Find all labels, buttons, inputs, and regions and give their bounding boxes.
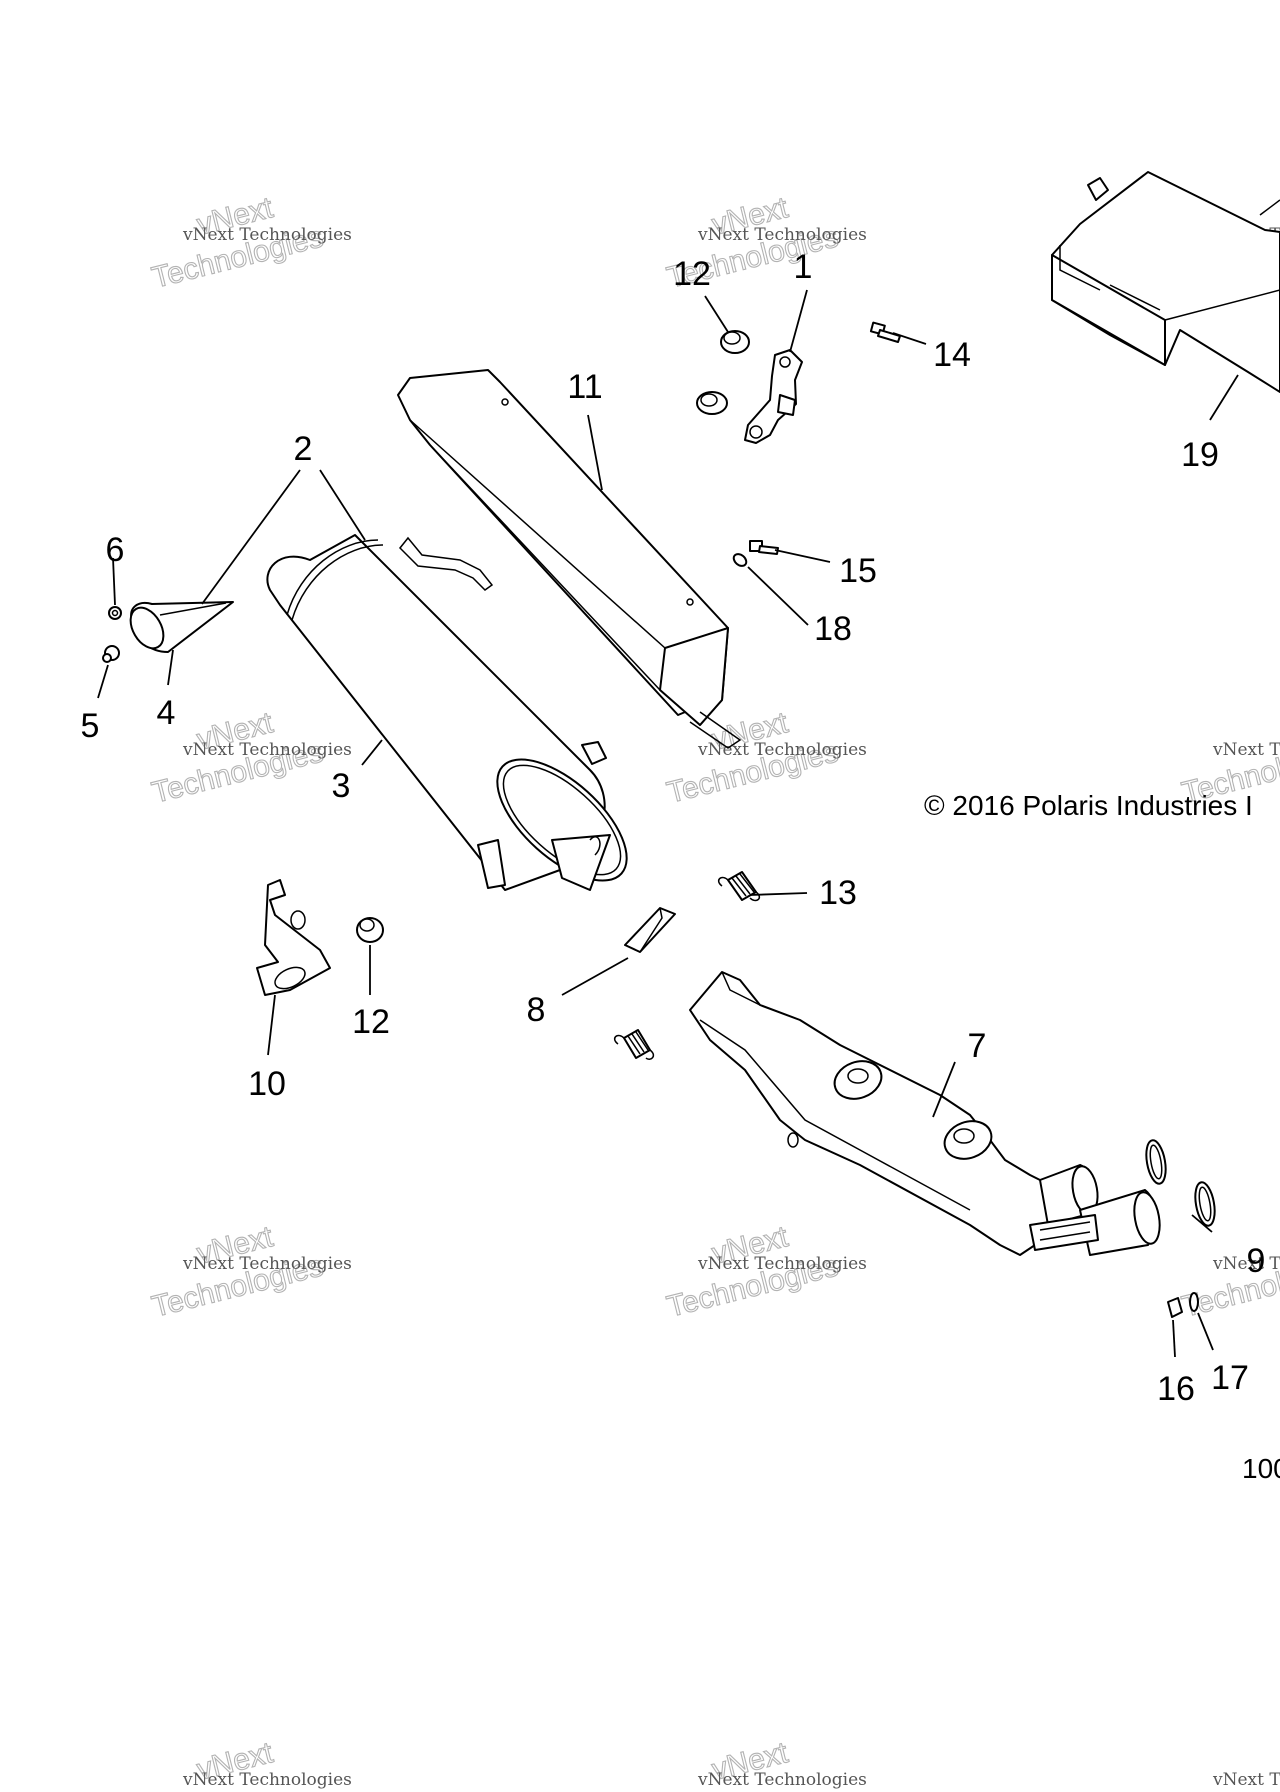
callout-11: 11 <box>567 368 602 406</box>
watermark: Technologies vNext vNext Technologies <box>663 1220 867 1325</box>
watermark: vNext vNext Technologies <box>697 1736 867 1790</box>
part-9-gasket <box>1145 1139 1167 1185</box>
svg-text:vNext Technologies: vNext Technologies <box>182 1254 352 1274</box>
part-13-spring <box>613 1029 655 1061</box>
callout-19: 19 <box>1181 436 1219 474</box>
part-19-heat-shield <box>1051 171 1280 393</box>
leader-lines <box>97 289 1239 1358</box>
figure-id: 100 <box>1242 1453 1280 1484</box>
svg-text:vNext Technologies: vNext Technologies <box>1212 1254 1280 1274</box>
callout-12b: 12 <box>352 1003 390 1041</box>
part-12-grommet <box>696 391 728 415</box>
callout-9: 9 <box>1247 1242 1266 1280</box>
callout-14: 14 <box>933 336 971 374</box>
watermark: Technologies vNext vNext Technologies <box>148 706 352 811</box>
watermark: Technologies vNext vNext Technologies <box>148 1220 352 1325</box>
callout-1: 1 <box>794 248 813 286</box>
part-15-bolt <box>749 540 779 555</box>
callout-16: 16 <box>1157 1370 1195 1408</box>
part-7-header-pipe <box>689 971 1161 1256</box>
watermark: Technologies vNext vNext Technologies <box>148 191 352 296</box>
svg-text:vNext Technologies: vNext Technologies <box>697 225 867 245</box>
callout-2: 2 <box>294 430 313 468</box>
part-12-grommet <box>720 330 750 354</box>
part-14-bolt <box>869 321 901 343</box>
svg-text:vNext Technologies: vNext Technologies <box>182 225 352 245</box>
callout-8: 8 <box>527 991 546 1029</box>
callout-17: 17 <box>1211 1359 1249 1397</box>
callout-13: 13 <box>819 874 857 912</box>
part-9-gasket <box>1194 1181 1216 1227</box>
callout-6: 6 <box>106 531 125 569</box>
part-16-nut <box>1167 1297 1183 1318</box>
part-10-bracket <box>256 879 331 996</box>
watermark: Technologies vNext vNext Technologies <box>663 706 867 811</box>
callout-18: 18 <box>814 610 852 648</box>
callout-12a: 12 <box>673 255 711 293</box>
part-2-tip-cone <box>129 601 234 653</box>
part-6-screw <box>108 606 122 620</box>
callout-5: 5 <box>81 707 100 745</box>
callout-10: 10 <box>248 1065 286 1103</box>
callout-4: 4 <box>157 694 176 732</box>
svg-text:vNext Technologies: vNext Technologies <box>182 740 352 760</box>
part-18-washer <box>732 553 748 567</box>
watermark: Technologies vNext vNext Technologies <box>663 191 867 296</box>
copyright-notice: © 2016 Polaris Industries I <box>924 790 1253 821</box>
svg-text:vNext Technologies: vNext Technologies <box>697 1770 867 1790</box>
part-1-bracket <box>744 349 803 444</box>
callout-labels: 1 2 3 4 5 6 7 8 9 10 11 12 12 13 14 15 1… <box>81 248 1266 1408</box>
svg-text:vNext Technologies: vNext Technologies <box>697 740 867 760</box>
svg-text:vNext Technologies: vNext Technologies <box>697 1254 867 1274</box>
part-8-block <box>624 907 676 953</box>
callout-7: 7 <box>968 1027 987 1065</box>
watermark: vNext Technologies <box>1212 1770 1280 1790</box>
part-3-muffler <box>266 534 628 891</box>
svg-text:vNext Technologies: vNext Technologies <box>1212 740 1280 760</box>
svg-text:vNext Technologies: vNext Technologies <box>1212 1770 1280 1790</box>
part-17-washer <box>1189 1292 1199 1312</box>
part-5-screw <box>102 645 120 663</box>
part-11-heat-shield <box>397 369 742 749</box>
watermark: vNext vNext Technologies <box>182 1736 352 1790</box>
part-12-grommet <box>356 917 384 943</box>
svg-text:vNext Technologies: vNext Technologies <box>182 1770 352 1790</box>
callout-3: 3 <box>332 767 351 805</box>
part-13-spring <box>717 871 761 902</box>
callout-15: 15 <box>839 552 877 590</box>
